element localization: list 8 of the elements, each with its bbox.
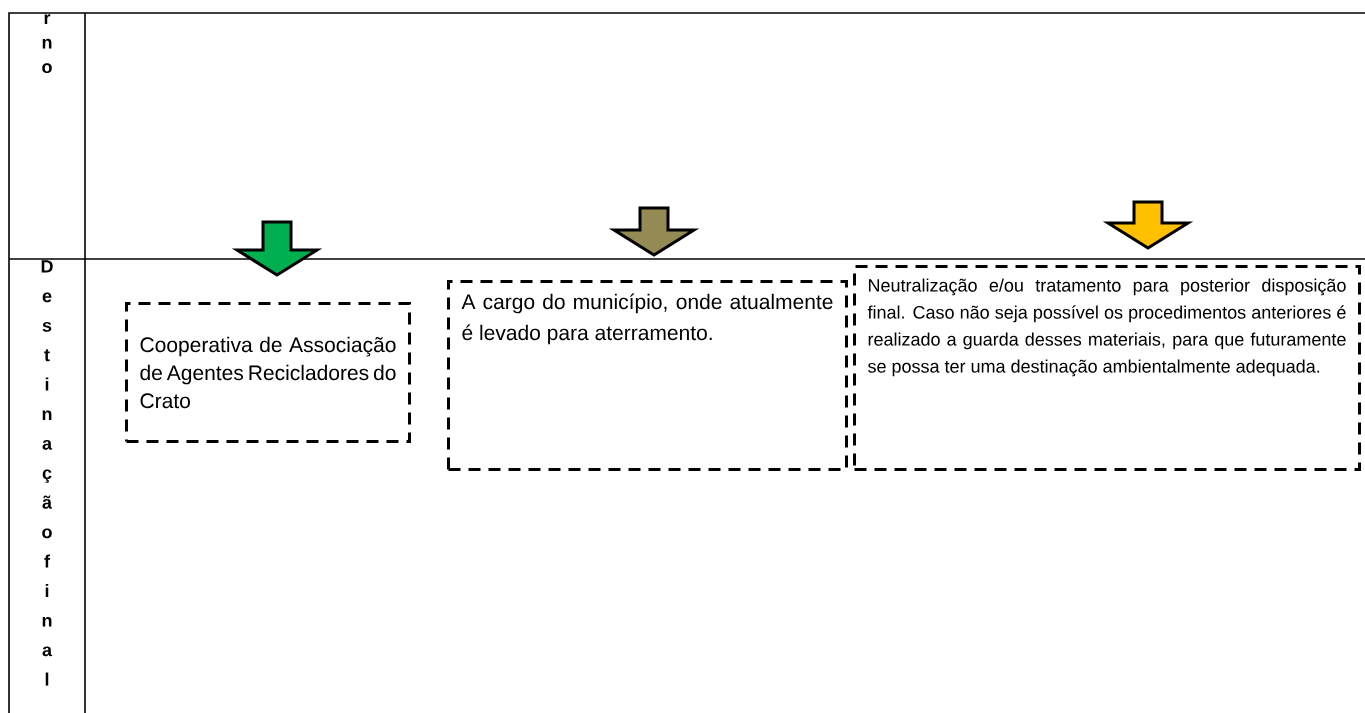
- dashed-text-box: Cooperativa de Associação de Agentes Recicladores do Crato: [125, 302, 411, 443]
- dashed-text-box: A cargo do município, onde atualmente é levado para aterramento.: [447, 280, 848, 471]
- dashed-text-box: Neutralização e/ou tratamento para posterior disposição final. Caso não seja possível os procedimentos anteriores é realizado a guarda desses materiais, para que futuramente se possa ter uma destinação ambientalmente adequada.: [853, 265, 1361, 471]
- block-arrow: [231, 220, 323, 277]
- vertical-label: Destinação final: [41, 260, 53, 686]
- block-arrow: [608, 206, 700, 257]
- vertical-label: rno: [42, 14, 52, 74]
- block-arrow: [1102, 200, 1194, 250]
